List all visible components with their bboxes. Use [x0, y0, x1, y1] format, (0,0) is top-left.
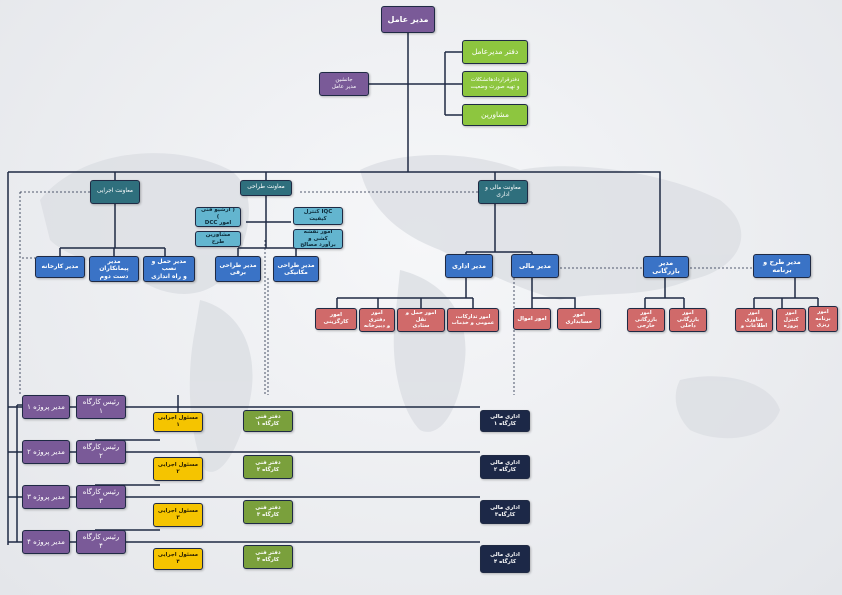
qc-unit-box: IQC کنترل کیفیت [293, 207, 343, 225]
planning-manager-box: مدیر طرح و برنامه [753, 254, 811, 278]
exec-responsible-1-box: مسئول اجرایی ۱ [153, 412, 203, 432]
planning-unit-box: امور برنامه ریزی [808, 306, 838, 332]
admin-manager-box: مدیر اداری [445, 254, 493, 278]
survey-unit-box: امور نقشه کشی و برآورد مصالح [293, 229, 343, 249]
admin-finance-4-box: اداری مالی کارگاه ۴ [480, 545, 530, 573]
site-head-4-box: رئیس کارگاه ۴ [76, 530, 126, 554]
engineering-deputy-box: معاونت طراحی [240, 180, 292, 196]
deputy-ceo-box: جانشین مدیر عامل [319, 72, 369, 96]
install-manager-box: مدیر حمل و نصب و راه اندازی [143, 256, 195, 282]
procurement-unit-box: امور تدارکات، عمومی و خدمات [447, 308, 499, 332]
admin-finance-2-box: اداری مالی کارگاه ۲ [480, 455, 530, 479]
project-manager-3-box: مدیر پروژه ۳ [22, 485, 70, 509]
ceo-office-box: دفتر مدیرعامل [462, 40, 528, 64]
site-head-1-box: رئیس کارگاه ۱ [76, 395, 126, 419]
electrical-design-manager-box: مدیر طراحی برقی [215, 256, 261, 282]
project-manager-1-box: مدیر پروژه ۱ [22, 395, 70, 419]
contracts-office-box: دفترقراردادهاتشکلات و تهیه صورت وضعیت [462, 71, 528, 97]
project-manager-4-box: مدیر پروژه ۴ [22, 530, 70, 554]
tech-office-1-box: دفتر فنی کارگاه ۱ [243, 410, 293, 432]
advisors-box: مشاورین [462, 104, 528, 126]
tech-office-2-box: دفتر فنی کارگاه ۲ [243, 455, 293, 479]
executive-deputy-box: معاونت اجرایی [90, 180, 140, 204]
domestic-trade-unit-box: امور بازرگانی داخلی [669, 308, 707, 332]
ceo-box: مدیر عامل [381, 6, 435, 33]
commerce-manager-box: مدیر بازرگانی [643, 256, 689, 278]
tech-office-4-box: دفتر فنی کارگاه ۴ [243, 545, 293, 569]
office-affairs-unit-box: امور دفتری و دبیرخانه [359, 308, 395, 332]
transport-unit-box: امور حمل و نقل ستادی [397, 308, 445, 332]
project-control-unit-box: امور کنترل پروژه [776, 308, 806, 332]
accounting-unit-box: امور حسابداری [557, 308, 601, 330]
consultant-unit-box: مشاورین طرح [195, 231, 241, 247]
tech-office-3-box: دفتر فنی کارگاه ۳ [243, 500, 293, 524]
admin-finance-1-box: اداری مالی کارگاه ۱ [480, 410, 530, 432]
it-unit-box: امور فناوری اطلاعات و [735, 308, 773, 332]
workshop-manager-box: مدیر کارخانه [35, 256, 85, 278]
mechanical-design-manager-box: مدیر طراحی مکانیکی [273, 256, 319, 282]
exec-responsible-3-box: مسئول اجرایی ۳ [153, 503, 203, 527]
admin-finance-3-box: اداری مالی کارگاه۳ [480, 500, 530, 524]
finance-deputy-box: معاونت مالی و اداری [478, 180, 528, 204]
site-head-3-box: رئیس کارگاه ۳ [76, 485, 126, 509]
exec-responsible-2-box: مسئول اجرایی ۲ [153, 457, 203, 481]
contractors-manager-box: مدیر پیمانکاران دست دوم [89, 256, 139, 282]
archive-unit-box: ( آرشیو فنی ) امور DCC [195, 207, 241, 227]
finance-manager-box: مدیر مالی [511, 254, 559, 278]
assets-unit-box: امور اموال [513, 308, 551, 330]
site-head-2-box: رئیس کارگاه ۲ [76, 440, 126, 464]
exec-responsible-4-box: مسئول اجرایی ۴ [153, 548, 203, 570]
hr-unit-box: امور کارگزینی [315, 308, 357, 330]
foreign-trade-unit-box: امور بازرگانی خارجی [627, 308, 665, 332]
project-manager-2-box: مدیر پروژه ۲ [22, 440, 70, 464]
